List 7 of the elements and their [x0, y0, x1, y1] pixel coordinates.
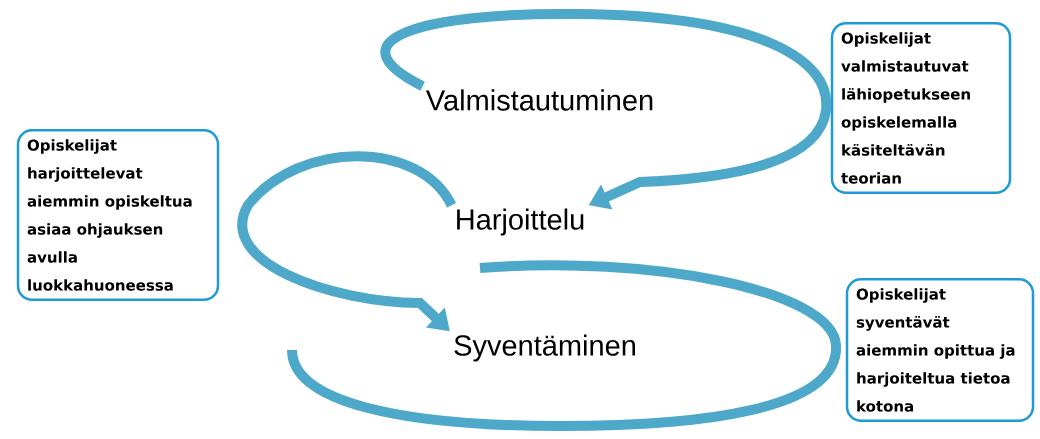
curved-arrow	[380, 9, 831, 210]
description-box: Opiskelijat valmistautuvat lähiopetukseen opiskelemalla käsiteltävän teorian	[830, 21, 1012, 195]
stage-label: Harjoittelu	[457, 208, 584, 236]
description-box: Opiskelijat syventävät aiemmin opittua ja harjoiteltua tietoa kotona	[845, 277, 1035, 423]
stage-label: Valmistautuminen	[425, 89, 653, 111]
stage-label: Syventäminen	[454, 334, 635, 362]
description-box: Opiskelijat harjoittelevat aiemmin opiskeltua asiaa ohjauksen avulla luokkahuoneessa	[16, 128, 220, 302]
